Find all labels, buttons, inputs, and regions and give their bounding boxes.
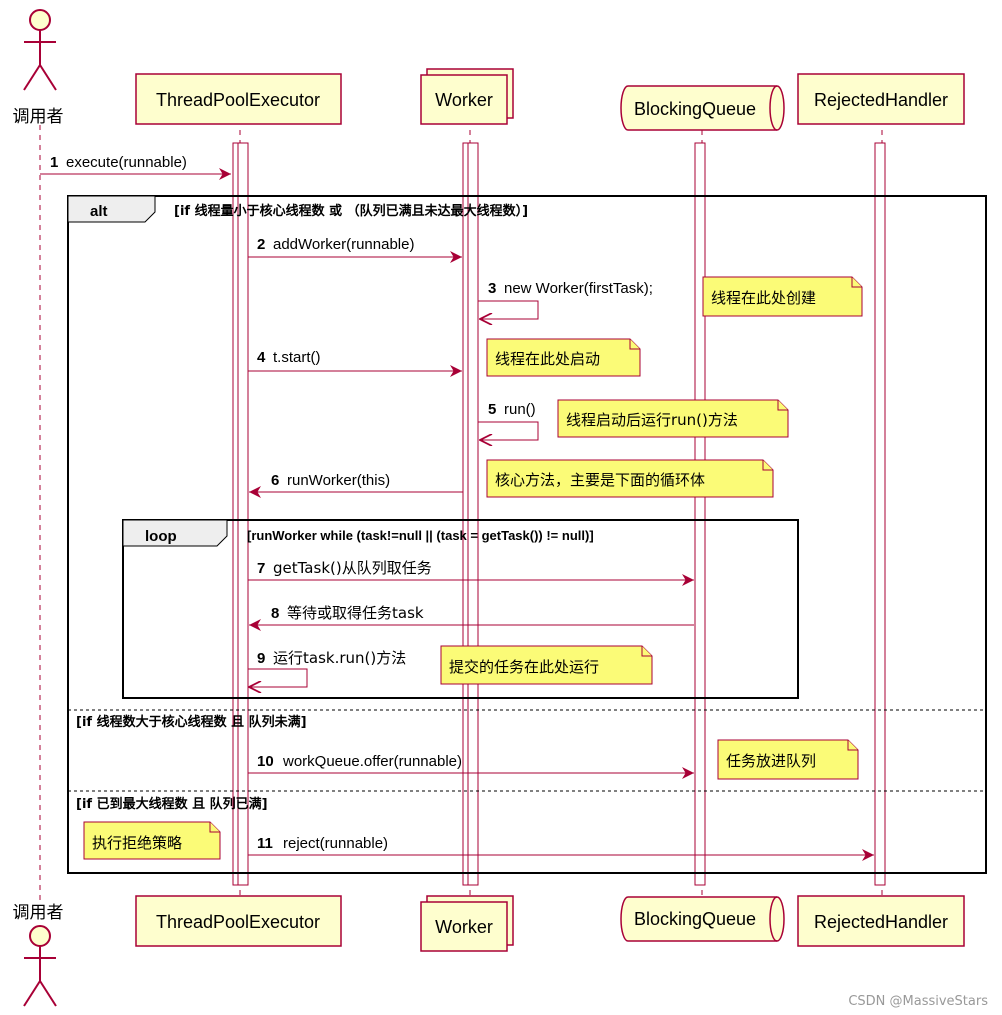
note-5-text: 提交的任务在此处运行: [449, 658, 599, 676]
loop-frame: [122, 519, 799, 699]
participant-queue-label-bottom: BlockingQueue: [634, 909, 756, 929]
participant-handler-label-bottom: RejectedHandler: [814, 912, 948, 932]
participant-box-handler-bottom: [797, 895, 965, 947]
lifelines: [39, 125, 883, 900]
note-7-box: [83, 821, 221, 860]
note-1-box: [702, 276, 863, 317]
actor-caller-top: [23, 9, 57, 91]
loop-label: loop: [145, 528, 177, 545]
message-5-label: run(): [504, 401, 536, 418]
note-5-box: [440, 645, 653, 685]
message-7-label: getTask()从队列取任务: [273, 559, 432, 577]
participant-box-worker-bottom: [420, 901, 508, 952]
message-11-label: reject(runnable): [283, 835, 388, 852]
participant-box-executor-bottom: [135, 895, 342, 947]
participant-worker-label-bottom: Worker: [435, 917, 493, 937]
alt-label: alt: [90, 203, 108, 220]
note-4-box: [486, 459, 774, 498]
note-2-box: [486, 338, 641, 377]
participant-box-worker-top: [420, 74, 508, 125]
message-arrow-3: [478, 300, 539, 319]
participant-executor-label-top: ThreadPoolExecutor: [156, 90, 320, 110]
message-6-number: 6: [271, 472, 279, 489]
participant-executor-label-bottom: ThreadPoolExecutor: [156, 912, 320, 932]
actor-caller-label-top: 调用者: [13, 107, 64, 127]
participant-box-handler-top: [797, 73, 965, 125]
alt-label-tab: [67, 195, 156, 223]
message-5-number: 5: [488, 401, 496, 418]
participant-box-executor-top: [135, 73, 342, 125]
note-6-text: 任务放进队列: [726, 752, 816, 770]
alt-condition-1: [if 线程量小于核心线程数 或 （队列已满且未达最大线程数）]: [174, 203, 528, 219]
participant-handler-label-top: RejectedHandler: [814, 90, 948, 110]
loop-label-tab: [122, 519, 228, 547]
note-4-text: 核心方法，主要是下面的循环体: [495, 471, 705, 489]
activations: [232, 142, 886, 886]
activation-handler: [874, 142, 886, 886]
message-9-number: 9: [257, 650, 265, 667]
message-11-number: 11: [257, 835, 273, 852]
note-1-text: 线程在此处创建: [711, 289, 816, 307]
message-1-number: 1: [50, 154, 58, 171]
message-7-number: 7: [257, 560, 265, 577]
message-8-number: 8: [271, 605, 279, 622]
message-4-number: 4: [257, 349, 266, 366]
message-arrow-5: [478, 421, 539, 440]
message-10-label: workQueue.offer(runnable): [282, 753, 462, 770]
note-3-text: 线程启动后运行run()方法: [566, 411, 738, 429]
alt-frame: [67, 195, 987, 874]
message-9-label: 运行task.run()方法: [273, 649, 406, 667]
message-8-label: 等待或取得任务task: [287, 604, 424, 622]
activation-queue: [694, 142, 706, 886]
note-3-box: [557, 399, 789, 438]
alt-condition-2: [if 线程数大于核心线程数 且 队列未满]: [76, 714, 307, 730]
note-6-box: [717, 739, 859, 780]
participant-worker-label-top: Worker: [435, 90, 493, 110]
message-2-label: addWorker(runnable): [273, 236, 414, 253]
message-3-label: new Worker(firstTask);: [504, 280, 653, 297]
message-2-number: 2: [257, 236, 265, 253]
note-7-text: 执行拒绝策略: [92, 834, 182, 852]
note-2-text: 线程在此处启动: [495, 350, 600, 368]
message-3-number: 3: [488, 280, 496, 297]
activation-worker-inner: [467, 142, 479, 886]
actor-caller-bottom: [23, 925, 57, 1007]
message-10-number: 10: [257, 753, 274, 770]
activation-executor-inner: [237, 142, 249, 886]
message-6-label: runWorker(this): [287, 472, 390, 489]
actor-caller-label-bottom: 调用者: [13, 903, 64, 923]
alt-condition-3: [if 已到最大线程数 且 队列已满]: [76, 796, 268, 812]
loop-condition: [runWorker while (task!=null || (task = …: [247, 528, 594, 543]
watermark: CSDN @MassiveStars: [848, 994, 988, 1009]
message-1-label: execute(runnable): [66, 154, 187, 171]
message-4-label: t.start(): [273, 349, 321, 366]
message-arrow-9: [248, 668, 308, 687]
participant-queue-label-top: BlockingQueue: [634, 99, 756, 119]
